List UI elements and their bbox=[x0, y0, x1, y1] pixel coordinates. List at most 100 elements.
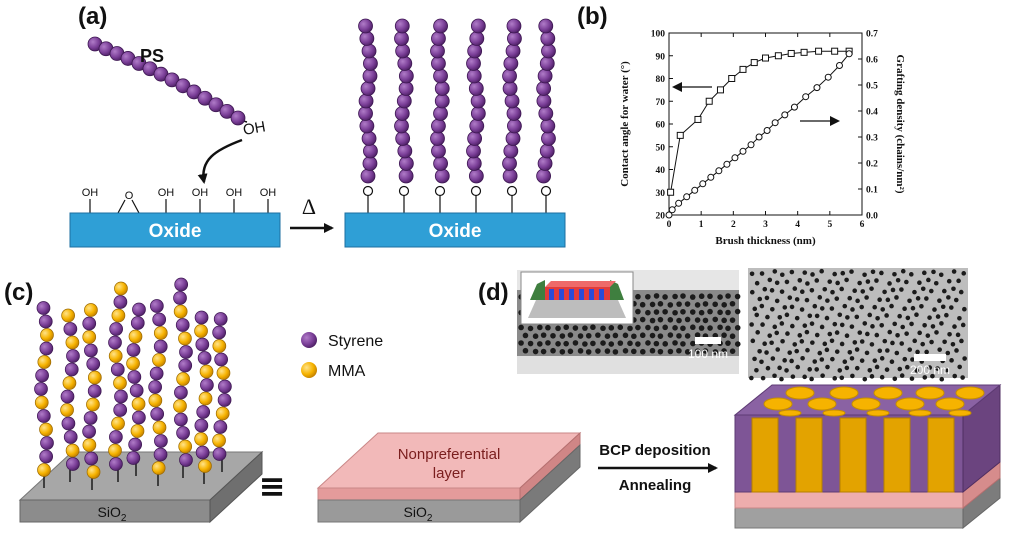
styrene-bead bbox=[82, 316, 97, 331]
sem-pore bbox=[937, 298, 942, 303]
sem-pore bbox=[690, 340, 696, 347]
y-right-tick-label: 0.6 bbox=[866, 56, 878, 66]
mma-bead bbox=[130, 424, 145, 438]
sem-pore bbox=[540, 332, 547, 338]
cylinder-top bbox=[822, 409, 846, 417]
sem-pore bbox=[649, 332, 656, 339]
series-line-circle bbox=[668, 53, 850, 216]
styrene-legend-icon bbox=[301, 332, 317, 348]
styrene-bead bbox=[538, 18, 554, 34]
styrene-bead bbox=[361, 131, 377, 146]
styrene-bead bbox=[194, 418, 209, 433]
sem-pore bbox=[817, 350, 823, 356]
sem-pore bbox=[782, 305, 788, 310]
sem-pore bbox=[702, 348, 709, 354]
sem-pore bbox=[672, 340, 678, 346]
mma-bead bbox=[65, 335, 80, 350]
sem-pore bbox=[630, 348, 637, 355]
mma-bead bbox=[39, 422, 53, 437]
sem-pore bbox=[869, 286, 874, 291]
y-left-tick-label: 40 bbox=[656, 166, 666, 176]
styrene-bead bbox=[174, 277, 189, 292]
sem-pore bbox=[933, 280, 939, 286]
styrene-bead bbox=[394, 18, 410, 34]
sem-pore bbox=[839, 322, 845, 328]
sem-pore bbox=[954, 348, 959, 353]
sem-pore bbox=[800, 355, 805, 361]
sem-pore bbox=[764, 350, 769, 355]
sem-pore bbox=[899, 341, 905, 346]
y-left-tick-label: 80 bbox=[656, 75, 666, 85]
sem-pore bbox=[940, 304, 946, 310]
styrene-bead bbox=[63, 322, 78, 336]
anchor-oxygen bbox=[398, 185, 410, 197]
sem-pore bbox=[895, 332, 900, 338]
sem-pore bbox=[832, 271, 837, 277]
sem-pore bbox=[947, 331, 952, 337]
sem-pore bbox=[795, 364, 801, 370]
circle-marker bbox=[683, 193, 691, 201]
sem-pore bbox=[759, 303, 765, 309]
x-axis-label: Brush thickness (nm) bbox=[715, 235, 816, 247]
styrene-bead bbox=[109, 430, 123, 444]
sem-pore bbox=[825, 298, 830, 303]
sem-pore bbox=[955, 332, 961, 338]
sem-pore bbox=[794, 348, 800, 354]
inset-cylinder bbox=[589, 289, 594, 300]
sem-pore bbox=[799, 289, 805, 295]
styrene-bead bbox=[126, 343, 141, 357]
styrene-bead bbox=[110, 362, 125, 377]
sem-pore bbox=[653, 309, 660, 315]
sem-pore bbox=[834, 296, 840, 301]
sem-pore bbox=[875, 315, 880, 321]
styrene-bead bbox=[394, 31, 409, 46]
square-marker bbox=[800, 48, 808, 56]
sem-pore bbox=[752, 306, 758, 312]
bcp-npl-front bbox=[734, 491, 964, 509]
sem-pore bbox=[814, 313, 820, 319]
sem-pore bbox=[960, 322, 966, 328]
styrene-bead bbox=[64, 362, 79, 377]
sem-pore bbox=[639, 316, 646, 323]
sem-pore bbox=[864, 350, 870, 356]
styrene-bead bbox=[541, 43, 556, 59]
sem-pore bbox=[879, 374, 885, 380]
cylinder-top bbox=[935, 397, 965, 411]
bcp-film-block bbox=[733, 383, 1002, 530]
styrene-bead bbox=[174, 412, 188, 427]
styrene-bead bbox=[60, 389, 75, 404]
styrene-bead bbox=[395, 43, 411, 59]
circle-marker bbox=[763, 127, 771, 134]
styrene-bead bbox=[398, 156, 414, 171]
circle-marker bbox=[691, 186, 699, 194]
sem-pore bbox=[787, 350, 793, 355]
sem-pore bbox=[942, 288, 947, 294]
sem-pore bbox=[929, 339, 934, 345]
sem-pore bbox=[939, 321, 944, 326]
sem-pore bbox=[862, 272, 867, 278]
sem-pore bbox=[902, 356, 908, 362]
circle-marker bbox=[747, 141, 755, 149]
styrene-bead bbox=[39, 341, 54, 356]
sem-pore bbox=[917, 280, 922, 285]
sem-pore bbox=[962, 306, 967, 312]
sem-pore bbox=[767, 277, 773, 283]
styrene-bead bbox=[149, 366, 164, 381]
sem-pore bbox=[772, 324, 778, 330]
sem-pore bbox=[802, 374, 807, 380]
circle-marker bbox=[723, 160, 731, 168]
sem-pore bbox=[792, 342, 798, 347]
styrene-bead bbox=[537, 68, 553, 84]
sem-pore bbox=[946, 278, 952, 284]
equivalence-sign: ≡ bbox=[259, 467, 286, 505]
sem-pore bbox=[789, 304, 795, 310]
sem-pore bbox=[645, 309, 651, 316]
sem-pore bbox=[777, 314, 783, 320]
sem-pore bbox=[777, 365, 782, 371]
sem-pore bbox=[764, 295, 770, 301]
sem-pore bbox=[909, 321, 914, 327]
sem-pore bbox=[829, 306, 835, 311]
sem-pore bbox=[563, 340, 569, 347]
anchor-oxygen bbox=[434, 185, 446, 197]
sem-pore bbox=[950, 341, 956, 347]
